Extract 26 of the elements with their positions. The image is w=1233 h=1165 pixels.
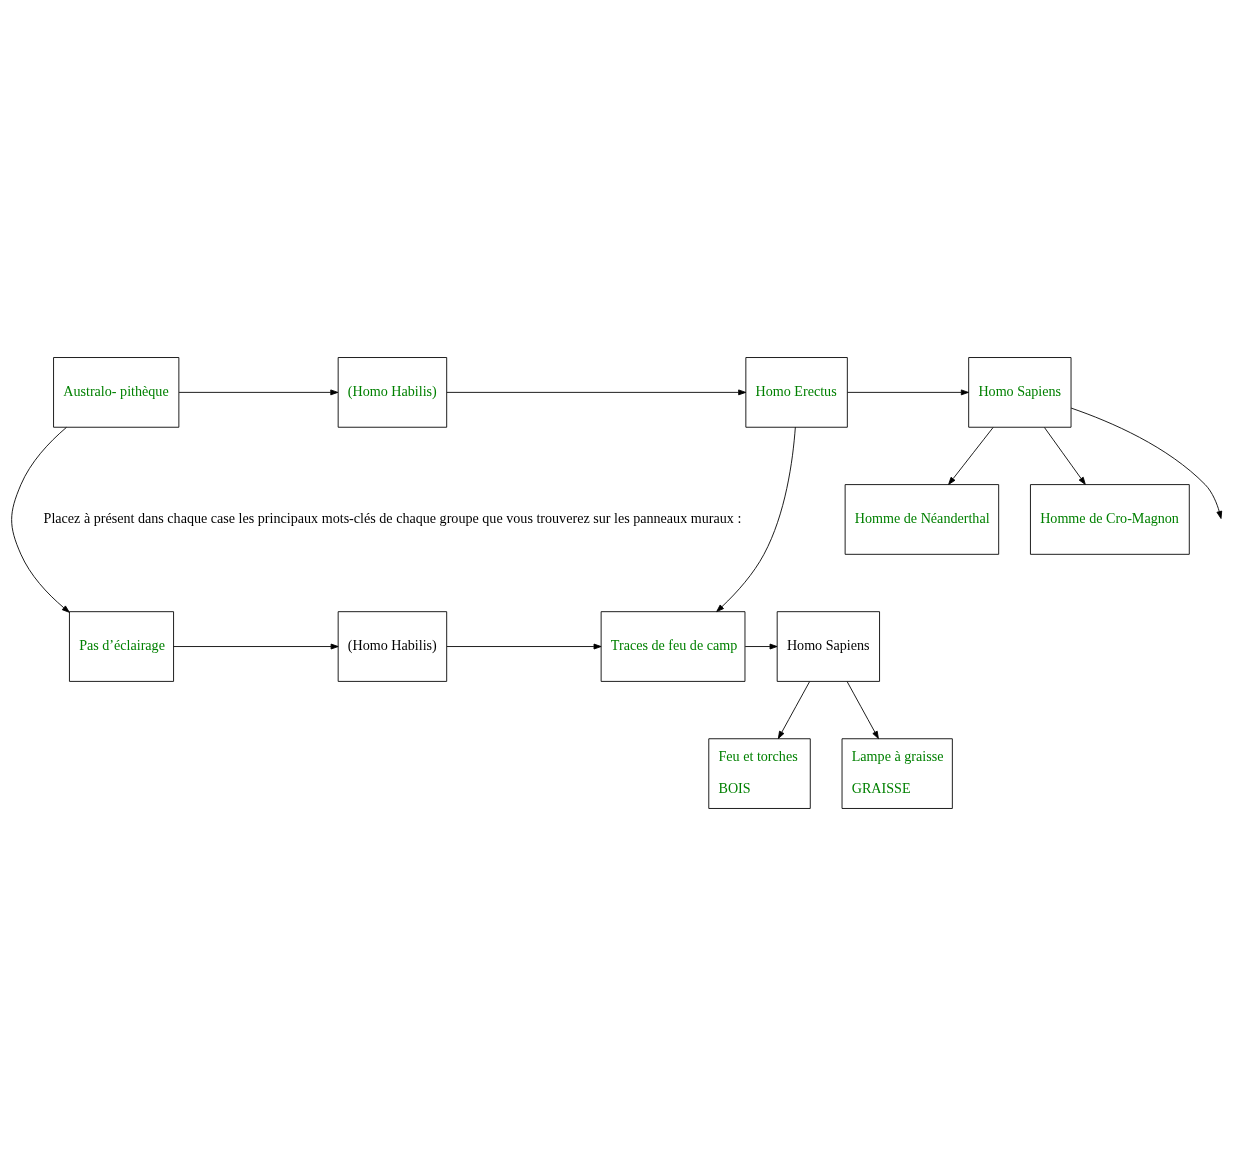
node-box: Pas d’éclairage (69, 610, 174, 682)
arrow (948, 426, 994, 485)
arrow (716, 426, 796, 612)
label: Placez à présent dans chaque case les principaux mots-clés de chaque groupe que vous trouverez sur les panneaux muraux : (43, 509, 742, 526)
arrow (173, 643, 339, 649)
node-box: (Homo Habilis) (337, 356, 448, 428)
arrow (1044, 426, 1086, 485)
arrow (178, 389, 339, 395)
node-box: Traces de feu de camp (600, 610, 746, 682)
arrow (846, 680, 879, 739)
arrow (1070, 407, 1223, 519)
arrow (11, 426, 70, 613)
node-box: Feu et torches BOIS (708, 737, 811, 809)
node-box: Homme de Cro-Magnon (1030, 483, 1190, 555)
node-box: Lampe à graisse GRAISSE (841, 737, 953, 809)
arrow (446, 643, 602, 649)
arrow (744, 643, 778, 649)
node-box: Homo Sapiens (776, 610, 880, 682)
node-box: Homme de Néanderthal (844, 483, 1000, 555)
node-box: Homo Sapiens (968, 356, 1072, 428)
node-box: (Homo Habilis) (337, 610, 448, 682)
node-box: Homo Erectus (745, 356, 848, 428)
arrow (446, 389, 747, 395)
arrow (777, 680, 810, 739)
node-box: Australo- pithèque (53, 356, 180, 428)
arrow (847, 389, 969, 395)
